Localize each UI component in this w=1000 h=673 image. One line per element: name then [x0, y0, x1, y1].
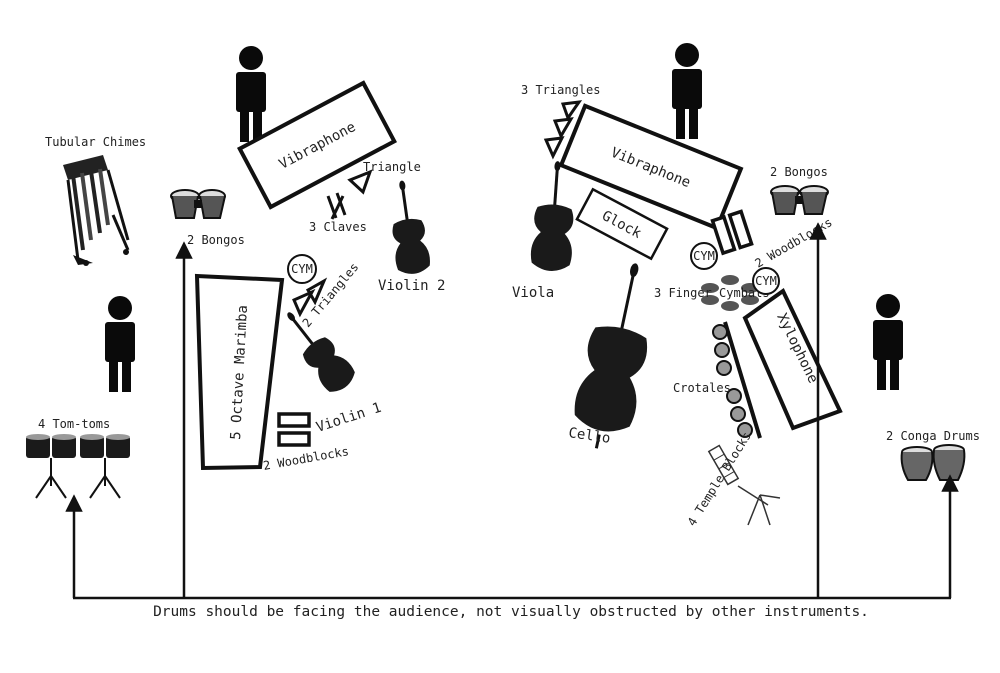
- cello-label: Cello: [567, 425, 611, 447]
- tom-toms-label: 4 Tom-toms: [38, 417, 110, 431]
- triangle-right-2-icon: [552, 117, 574, 140]
- svg-text:CYM: CYM: [291, 262, 313, 276]
- person-right-icon: [873, 294, 903, 390]
- woodblocks-left-icon: [277, 412, 311, 447]
- person-left-icon: [105, 296, 135, 392]
- temple-blocks-label: 4 Temple Blocks: [685, 429, 754, 528]
- bongos-right-icon: [770, 185, 829, 215]
- conga-drums-icon: [900, 444, 966, 481]
- finger-cymbals-label: 3 Finger Cymbals: [654, 286, 770, 300]
- violin-2-label: Violin 2: [378, 278, 445, 294]
- triangle-left-2-icon: [305, 277, 328, 306]
- woodblocks-left-label: 2 Woodblocks: [262, 444, 350, 473]
- triangle-right-3-icon: [543, 136, 565, 160]
- triangle-left-1-icon: [292, 288, 316, 318]
- cello-icon: [574, 263, 648, 449]
- cymbal-left-icon: CYM: [287, 254, 317, 284]
- svg-text:CYM: CYM: [755, 274, 777, 288]
- person-left-top-icon: [236, 46, 266, 142]
- bongos-left-icon: [170, 189, 226, 219]
- audience-facing-arrows: [65, 222, 959, 600]
- violin-1-label: Violin 1: [314, 400, 383, 436]
- cymbal-right-1-icon: CYM: [690, 242, 718, 270]
- tubular-chimes-icon: [63, 155, 130, 266]
- cymbal-right-2-icon: CYM: [752, 267, 780, 295]
- triangles-right-label: 3 Triangles: [521, 83, 600, 97]
- claves-icon: [326, 192, 347, 220]
- vibraphone-right: Vibraphone: [558, 103, 744, 231]
- viola-label-text: Viola: [512, 285, 554, 301]
- tom-toms-icon: [26, 434, 130, 499]
- viola-icon: [530, 161, 574, 271]
- glock: Glock: [575, 187, 669, 261]
- marimba-label: 5 Octave Marimba: [228, 305, 251, 441]
- temple-blocks-icon: [707, 444, 781, 526]
- woodblocks-right-icon: [710, 209, 754, 256]
- triangle-right-1-icon: [560, 100, 583, 122]
- crotales-label: Crotales: [673, 381, 731, 395]
- violin-1-icon: [287, 312, 355, 392]
- claves-label: 3 Claves: [309, 220, 367, 234]
- bongos-left-label: 2 Bongos: [187, 233, 245, 247]
- tubular-chimes-label: Tubular Chimes: [45, 135, 146, 149]
- bongos-right-label: 2 Bongos: [770, 165, 828, 179]
- person-center-top-icon: [672, 43, 702, 139]
- triangle-icon: [347, 169, 373, 195]
- footer-note: Drums should be facing the audience, not…: [153, 604, 869, 620]
- svg-text:CYM: CYM: [693, 249, 715, 263]
- xylophone-box: [742, 287, 843, 431]
- woodblocks-right-label: 2 Woodblocks: [753, 215, 835, 270]
- triangle-label: Triangle: [363, 160, 421, 174]
- marimba-box: [194, 273, 285, 471]
- vibraphone-left: Vibraphone: [236, 80, 398, 210]
- violin-2-icon: [392, 180, 430, 274]
- conga-drums-label: 2 Conga Drums: [886, 429, 980, 443]
- crotales-icon: [712, 321, 762, 439]
